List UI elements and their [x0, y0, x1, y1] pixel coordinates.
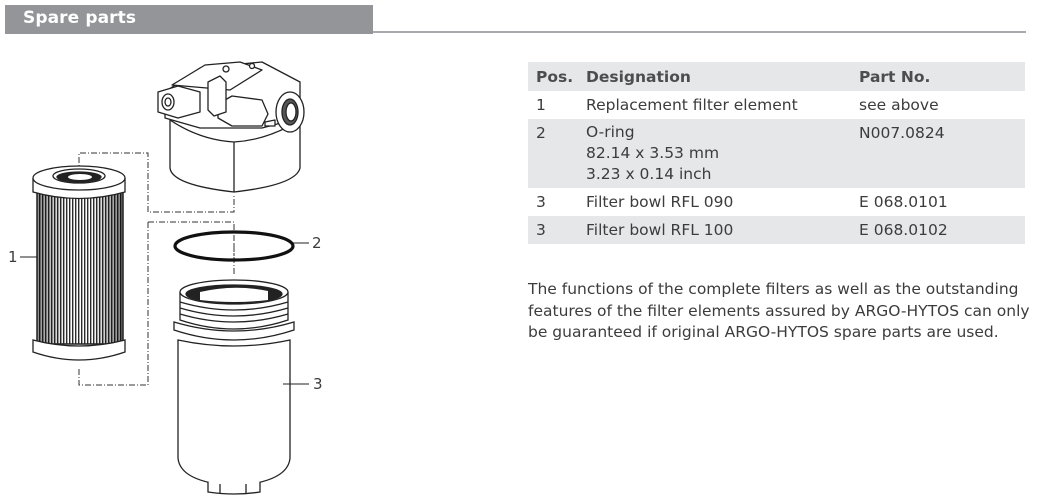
spare-parts-table: Pos. Designation Part No. 1 Replacement … — [528, 62, 1025, 244]
table-header-row: Pos. Designation Part No. — [528, 62, 1025, 91]
cell-pos: 2 — [528, 119, 578, 188]
spare-parts-note: The functions of the complete filters as… — [528, 280, 1030, 341]
table-row: 1 Replacement filter element see above — [528, 91, 1025, 119]
cell-part-no: E 068.0102 — [851, 216, 1025, 244]
callout-3: 3 — [313, 375, 323, 393]
filter-bowl — [173, 279, 295, 495]
col-header-designation: Designation — [578, 62, 851, 91]
table-row: 3 Filter bowl RFL 100 E 068.0102 — [528, 216, 1025, 244]
section-header: Spare parts — [5, 5, 373, 34]
cell-pos: 3 — [528, 216, 578, 244]
filter-element — [32, 165, 126, 361]
cell-designation: O-ring 82.14 x 3.53 mm 3.23 x 0.14 inch — [578, 119, 851, 188]
col-header-part-no: Part No. — [851, 62, 1025, 91]
cell-pos: 3 — [536, 193, 546, 211]
section-title: Spare parts — [23, 8, 137, 28]
cell-designation: Replacement filter element — [586, 96, 798, 114]
table-row: 3 Filter bowl RFL 090 E 068.0101 — [528, 188, 1025, 216]
designation-line: 3.23 x 0.14 inch — [586, 165, 712, 183]
exploded-view-illustration — [20, 61, 309, 495]
cell-designation: Filter bowl RFL 090 — [586, 193, 734, 211]
cell-part-no: E 068.0101 — [859, 193, 948, 211]
designation-line: O-ring — [586, 123, 635, 141]
table-row: 2 O-ring 82.14 x 3.53 mm 3.23 x 0.14 inc… — [528, 119, 1025, 188]
o-ring — [173, 230, 295, 262]
cell-designation: Filter bowl RFL 100 — [578, 216, 851, 244]
callout-1: 1 — [8, 248, 18, 266]
filter-head — [157, 61, 305, 193]
header-rule — [373, 31, 1026, 33]
cell-part-no: see above — [859, 96, 939, 114]
cell-part-no: N007.0824 — [851, 119, 1025, 188]
cell-pos: 1 — [536, 96, 546, 114]
designation-line: 82.14 x 3.53 mm — [586, 144, 720, 162]
callout-2: 2 — [312, 234, 322, 252]
col-header-pos: Pos. — [528, 62, 578, 91]
